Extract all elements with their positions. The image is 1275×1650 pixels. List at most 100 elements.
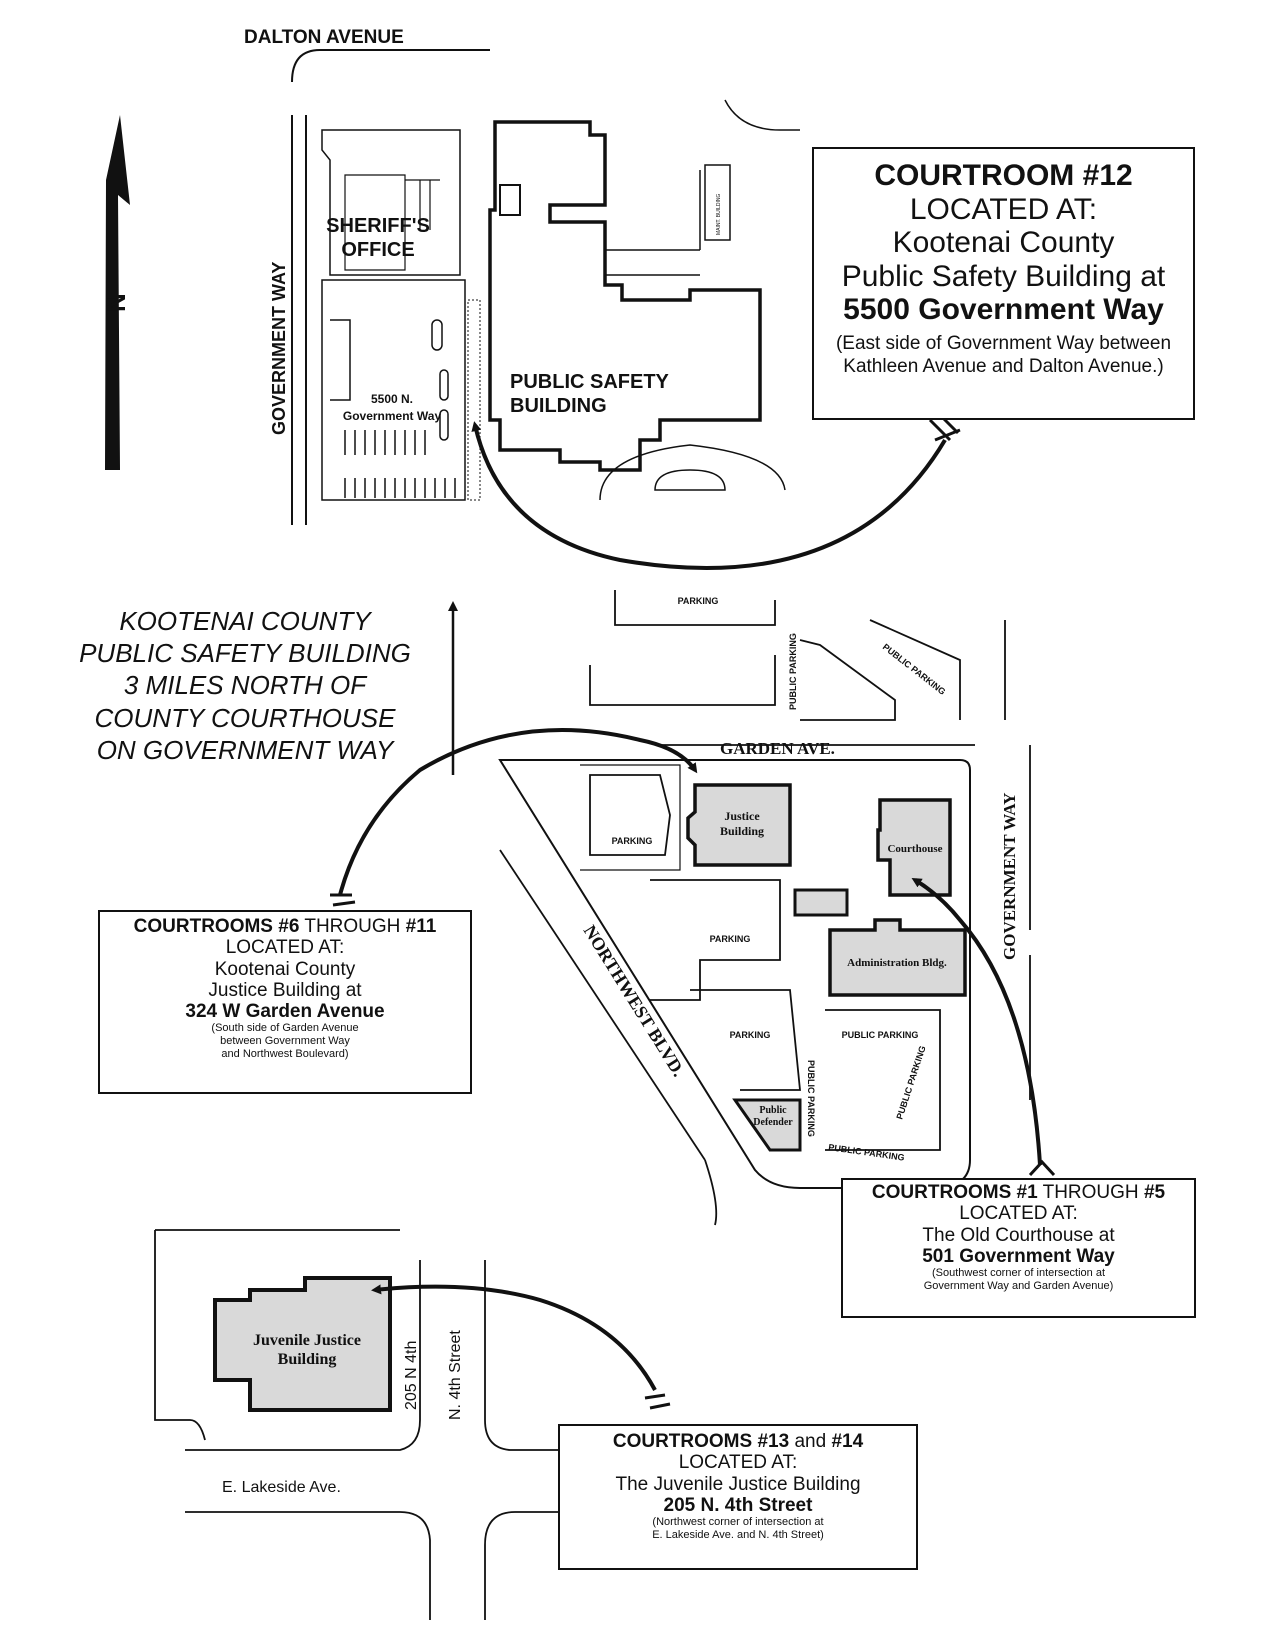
public-defender-building bbox=[732, 1098, 802, 1152]
parking-label-public-3: PUBLIC PARKING bbox=[894, 1044, 927, 1120]
box13-heading-c: #14 bbox=[831, 1431, 864, 1452]
psb-label-1: PUBLIC SAFETY bbox=[510, 371, 670, 393]
sheriff-outline bbox=[321, 129, 461, 276]
dalton-road-edge bbox=[291, 49, 490, 83]
box1-heading: COURTROOMS #1 THROUGH #5 bbox=[843, 1182, 1194, 1203]
arrow-courtrooms-1-5 bbox=[911, 877, 1042, 1166]
left-parking-lot bbox=[589, 774, 671, 856]
loop-drive-outer bbox=[599, 444, 786, 501]
courtrooms-13-14-box: COURTROOMS #13 and #14 LOCATED AT: The J… bbox=[558, 1424, 918, 1570]
box12-line4: Public Safety Building at bbox=[841, 259, 1166, 293]
note-line-3: 3 MILES NORTH OF bbox=[123, 670, 367, 701]
administration-building bbox=[828, 918, 967, 997]
loop-drive bbox=[654, 469, 726, 491]
psb-label-2: BUILDING bbox=[510, 395, 607, 417]
northwest-blvd-1 bbox=[499, 849, 706, 1161]
street-garden: GARDEN AVE. bbox=[720, 739, 835, 758]
public-parking-vert-lot bbox=[799, 639, 896, 721]
arrow-courtrooms-13-14 bbox=[371, 1284, 657, 1391]
box13-note-2: E. Lakeside Ave. and N. 4th Street) bbox=[652, 1528, 824, 1541]
parking-label-top: PARKING bbox=[678, 596, 719, 606]
lakeside-corner-se bbox=[484, 1511, 560, 1620]
public-parking-diag-lot bbox=[869, 619, 961, 720]
fourth-street-left bbox=[185, 1260, 421, 1451]
top-map bbox=[105, 49, 800, 525]
box13-note-1: (Northwest corner of intersection at bbox=[652, 1516, 824, 1529]
parking-label-left: PARKING bbox=[612, 836, 653, 846]
arrow-courtroom-12 bbox=[471, 421, 947, 570]
courthouse-label: Courthouse bbox=[887, 843, 942, 855]
box6-line4: Justice Building at bbox=[208, 979, 362, 1001]
parking-lot-outline bbox=[321, 279, 466, 501]
parking-island-2 bbox=[431, 319, 443, 351]
street-dalton: DALTON AVENUE bbox=[244, 27, 404, 48]
lakeside-corner-sw bbox=[399, 1511, 431, 1620]
ped-path bbox=[467, 299, 481, 501]
box13-line3: The Juvenile Justice Building bbox=[615, 1473, 861, 1495]
box6-heading-a: COURTROOMS #6 bbox=[133, 916, 300, 937]
northwest-blvd-2 bbox=[704, 1159, 718, 1226]
box12-address: 5500 Government Way bbox=[843, 293, 1164, 327]
box6-located: LOCATED AT: bbox=[225, 937, 345, 959]
arrow-courtrooms-6-11 bbox=[338, 728, 698, 896]
note-line-5: ON GOVERNMENT WAY bbox=[96, 734, 394, 765]
parking-island-1 bbox=[330, 319, 351, 401]
juvenile-building bbox=[213, 1276, 392, 1412]
block-boundary bbox=[154, 1229, 400, 1441]
box6-note-1: (South side of Garden Avenue bbox=[211, 1022, 359, 1035]
box13-address: 205 N. 4th Street bbox=[663, 1494, 813, 1516]
box12-note-2: Kathleen Avenue and Dalton Avenue.) bbox=[843, 355, 1164, 377]
street-lakeside: E. Lakeside Ave. bbox=[222, 1479, 341, 1496]
box13-heading: COURTROOMS #13 and #14 bbox=[560, 1431, 916, 1452]
pd-label-2: Defender bbox=[753, 1117, 793, 1128]
parking-stripes-row-1 bbox=[344, 430, 426, 455]
sheriff-inner bbox=[344, 174, 406, 271]
arrow-tail-13-14 bbox=[644, 1393, 671, 1410]
psb-outline bbox=[488, 120, 762, 472]
maint-building bbox=[704, 164, 731, 241]
note-line-2: PUBLIC SAFETY BUILDING bbox=[79, 638, 411, 669]
box13-heading-a: COURTROOMS #13 bbox=[612, 1431, 790, 1452]
direction-note: KOOTENAI COUNTY PUBLIC SAFETY BUILDING 3… bbox=[55, 605, 435, 766]
courtrooms-1-5-box: COURTROOMS #1 THROUGH #5 LOCATED AT: The… bbox=[841, 1178, 1196, 1318]
box1-heading-b: THROUGH bbox=[1037, 1182, 1144, 1203]
address-label-1: 5500 N. bbox=[371, 392, 413, 406]
box1-heading-a: COURTROOMS #1 bbox=[871, 1182, 1038, 1203]
maint-label: MAINT. BUILDING bbox=[716, 193, 722, 235]
north-label: N bbox=[101, 293, 131, 312]
arrow-tail-6-11 bbox=[330, 893, 356, 907]
justice-label-2: Building bbox=[720, 824, 764, 838]
top-parking-lot bbox=[614, 590, 776, 626]
note-line-1: KOOTENAI COUNTY bbox=[119, 606, 371, 636]
juvenile-label-1: Juvenile Justice bbox=[253, 1332, 361, 1349]
box6-address: 324 W Garden Avenue bbox=[185, 1001, 385, 1023]
lower-parking-lot bbox=[690, 989, 801, 1091]
box1-address: 501 Government Way bbox=[922, 1245, 1115, 1267]
parking-island-4 bbox=[439, 409, 449, 441]
address-label-2: Government Way bbox=[343, 409, 442, 423]
fourth-street-right bbox=[484, 1260, 560, 1451]
box13-heading-b: and bbox=[789, 1431, 832, 1452]
box12-note-1: (East side of Government Way between bbox=[835, 332, 1172, 354]
justice-building bbox=[686, 783, 792, 867]
parking-label-public-1: PUBLIC PARKING bbox=[842, 1030, 919, 1040]
top-parking-lot-2 bbox=[589, 655, 776, 706]
justice-parking-outline bbox=[580, 764, 681, 871]
box6-heading: COURTROOMS #6 THROUGH #11 bbox=[100, 916, 470, 937]
arrow-tail-1-5 bbox=[1028, 1159, 1056, 1177]
street-government-way-right: GOVERNMENT WAY bbox=[1000, 793, 1019, 960]
bottom-map bbox=[154, 1229, 560, 1620]
box1-line3: The Old Courthouse at bbox=[922, 1224, 1115, 1246]
box6-note-3: and Northwest Boulevard) bbox=[221, 1047, 349, 1060]
middle-map bbox=[448, 590, 1031, 1226]
box12-title: COURTROOM #12 bbox=[874, 159, 1133, 192]
psb-wing bbox=[499, 184, 521, 216]
parking-label-mid: PARKING bbox=[710, 934, 751, 944]
public-parking-area bbox=[825, 1009, 941, 1151]
courtrooms-6-11-box: COURTROOMS #6 THROUGH #11 LOCATED AT: Ko… bbox=[98, 910, 472, 1094]
parking-label-public-vert: PUBLIC PARKING bbox=[788, 633, 798, 710]
box1-note-2: Government Way and Garden Avenue) bbox=[923, 1279, 1114, 1292]
box1-heading-c: #5 bbox=[1143, 1182, 1166, 1203]
middle-parking-lot bbox=[650, 879, 781, 1001]
psb-road-4 bbox=[724, 99, 800, 131]
